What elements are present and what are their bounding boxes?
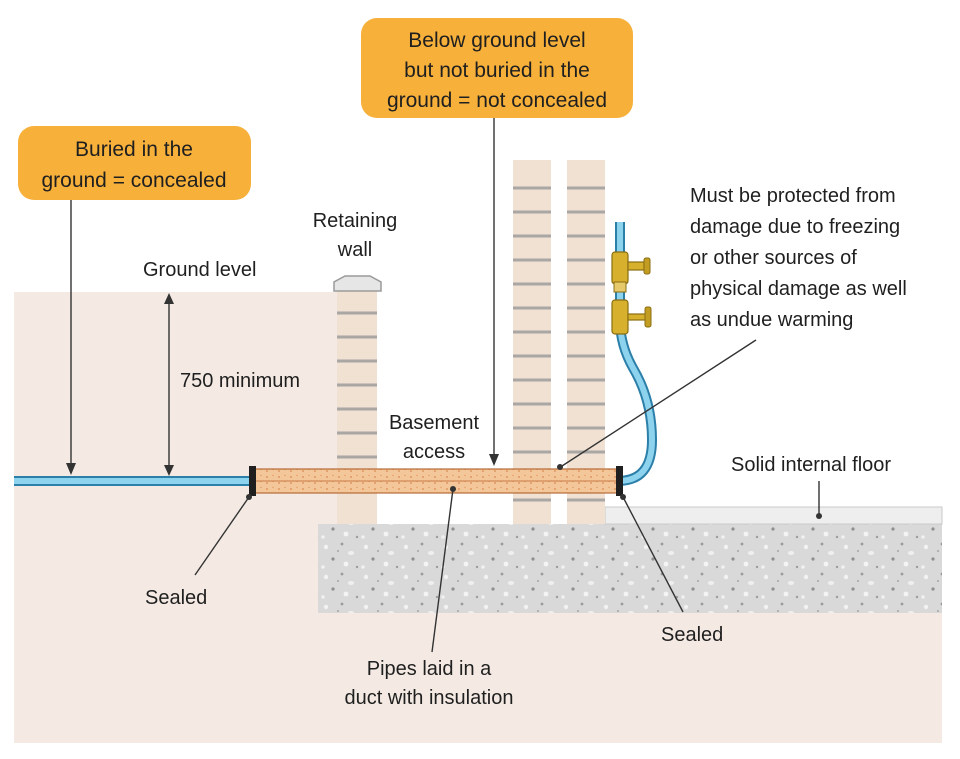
protection-note-line-1: Must be protected from <box>690 185 896 207</box>
concealed-arrowhead <box>66 463 76 475</box>
callout-concealed-line-2: ground = concealed <box>41 169 226 192</box>
wall-coping <box>333 275 382 292</box>
depth-arrow-top <box>164 293 174 304</box>
callout-not-concealed-line-2: but not buried in the <box>404 59 590 82</box>
pipes-in-duct-label-1: Pipes laid in a <box>367 658 492 680</box>
ground-level-label: Ground level <box>143 259 256 281</box>
callout-not-concealed-line-3: ground = not concealed <box>387 89 607 112</box>
gate-valve-icon <box>611 299 652 335</box>
protection-leader-dot <box>557 464 563 470</box>
sealed-right-label: Sealed <box>661 624 723 646</box>
depth-arrow-bottom <box>164 465 174 476</box>
protection-leader <box>561 339 757 467</box>
pipes-leader <box>431 488 454 653</box>
sealed-right-leader <box>622 496 684 613</box>
retaining-wall-label-2: wall <box>337 239 372 261</box>
retaining-wall <box>333 275 382 524</box>
duct-seal-left <box>249 466 256 496</box>
protection-note-line-5: as undue warming <box>690 309 853 331</box>
concrete-slab <box>318 524 942 613</box>
callout-not-concealed: Below ground level but not buried in the… <box>361 18 633 118</box>
protection-note-line-4: physical damage as well <box>690 278 907 300</box>
minimum-depth-label: 750 minimum <box>180 370 300 392</box>
pipes-in-duct-label-2: duct with insulation <box>345 687 514 709</box>
retaining-wall-label-1: Retaining <box>313 210 398 232</box>
ground-earth <box>14 292 344 743</box>
solid-internal-floor <box>604 506 943 525</box>
duct-seal-right <box>616 466 623 496</box>
sealed-right-dot <box>620 494 626 500</box>
basement-access-label-2: access <box>403 441 465 463</box>
stop-valve-icon <box>611 251 651 293</box>
protection-note-line-2: damage due to freezing <box>690 216 900 238</box>
basement-access-label-1: Basement <box>389 412 479 434</box>
callout-concealed-line-1: Buried in the <box>75 138 193 161</box>
brick-column-right <box>567 160 605 524</box>
brick-column-left <box>513 160 551 524</box>
callout-not-concealed-line-1: Below ground level <box>408 29 585 52</box>
not-concealed-arrowhead <box>489 454 499 466</box>
sealed-left-dot <box>246 494 252 500</box>
water-pipe <box>14 222 658 486</box>
callout-concealed: Buried in the ground = concealed <box>18 126 251 200</box>
sealed-left-label: Sealed <box>145 587 207 609</box>
floor-leader-dot <box>816 513 822 519</box>
protection-note-line-3: or other sources of <box>690 247 857 269</box>
sealed-left-leader <box>194 496 250 576</box>
insulated-duct <box>251 468 621 494</box>
pipes-leader-dot <box>450 486 456 492</box>
solid-internal-floor-label: Solid internal floor <box>731 454 891 476</box>
